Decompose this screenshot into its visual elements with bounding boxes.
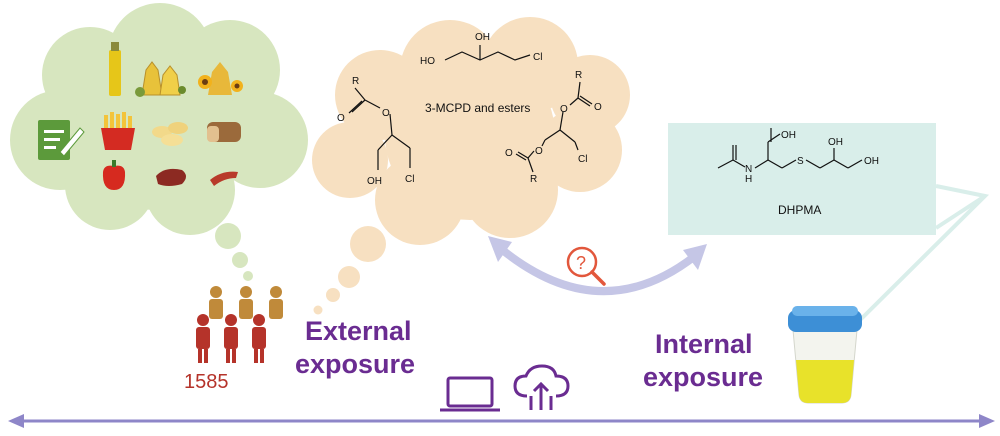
potato-chips-icon: [152, 122, 188, 146]
timeline-arrow: [8, 414, 995, 428]
diester-o2-label: O: [560, 104, 568, 115]
mcpd-structure: [444, 45, 531, 61]
monoester-r-label: R: [352, 76, 359, 87]
internal-label-line1: Internal: [655, 329, 753, 359]
curved-double-arrow: [488, 236, 707, 295]
internal-label-line2: exposure: [643, 362, 763, 392]
monoester-cl-label: Cl: [405, 174, 414, 185]
diester-r2-label: R: [530, 174, 537, 185]
diester-o3-label: O: [535, 146, 543, 157]
laptop-icon: [440, 376, 500, 412]
chem-cloud: [312, 17, 630, 315]
meat-icon: [156, 168, 186, 186]
participants-count: 1585: [184, 371, 229, 393]
olive-oil-jars-icon: [135, 61, 186, 97]
dhpma-h-label: H: [745, 174, 752, 185]
cloud-upload-icon: [513, 364, 570, 410]
dhpma-oh1-label: OH: [828, 137, 843, 148]
dhpma-cooh-label: OH: [781, 130, 796, 141]
dhpma-name: DHPMA: [778, 203, 821, 217]
red-pepper-icon: [102, 160, 126, 190]
mcpd-cl-label: Cl: [533, 52, 542, 63]
diester-o4-label: O: [505, 148, 513, 159]
dhpma-s-label: S: [797, 156, 804, 167]
oil-bottle-icon: [109, 42, 121, 96]
questionnaire-icon: [38, 120, 85, 160]
diester-cl-label: Cl: [578, 154, 587, 165]
bread-icon: [207, 122, 241, 142]
sausage-icon: [210, 171, 238, 186]
monoester-o2-label: O: [382, 108, 390, 119]
diester-r1-label: R: [575, 70, 582, 81]
dhpma-box: [668, 123, 990, 332]
dhpma-structure: [717, 128, 863, 169]
monoester-oh-label: OH: [367, 176, 382, 187]
french-fries-icon: [101, 112, 135, 150]
monoester-structure: [348, 87, 411, 170]
svg-text:?: ?: [576, 253, 586, 273]
diester-structure: [515, 81, 593, 173]
urine-cup-icon: [788, 306, 862, 404]
diester-o1-label: O: [594, 102, 602, 113]
chem-cloud-title: 3-MCPD and esters: [425, 101, 530, 115]
dhpma-n-label: N: [745, 164, 752, 175]
monoester-o1-label: O: [337, 113, 345, 124]
dhpma-oh2-label: OH: [864, 156, 879, 167]
people-group-icon: [196, 286, 283, 363]
magnifier-question-icon: ?: [566, 246, 606, 286]
external-label-line1: External: [305, 316, 412, 346]
external-label-line2: exposure: [295, 349, 415, 379]
sunflower-oil-icon: [198, 62, 243, 95]
mcpd-ho-label: HO: [420, 56, 435, 67]
mcpd-oh-label: OH: [475, 32, 490, 43]
